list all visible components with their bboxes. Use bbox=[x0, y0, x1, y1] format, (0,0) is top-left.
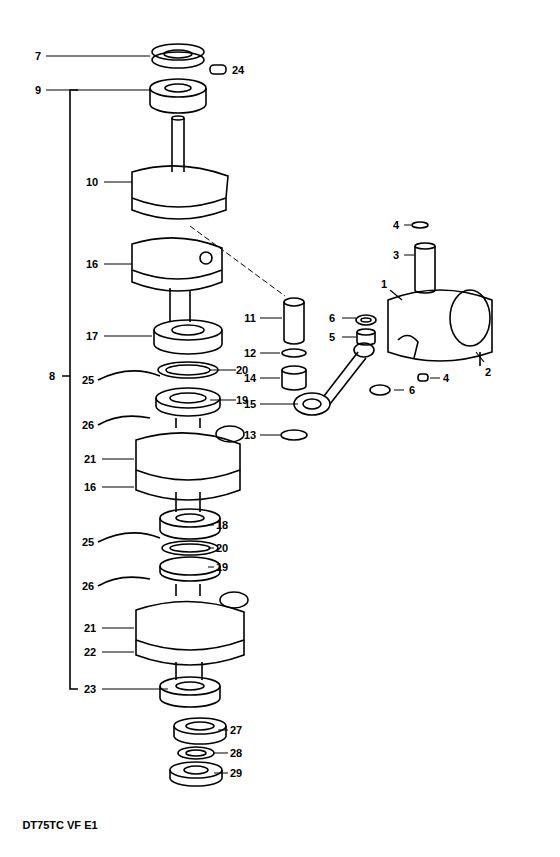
callout-number: 20 bbox=[216, 542, 228, 554]
callout-number: 22 bbox=[84, 646, 96, 658]
callout-number: 6 bbox=[409, 384, 415, 396]
callout-number: 21 bbox=[84, 453, 96, 465]
callout-number: 26 bbox=[82, 419, 94, 431]
callout-number: 3 bbox=[393, 249, 399, 261]
callout-number: 6 bbox=[329, 312, 335, 324]
callout-number: 5 bbox=[329, 331, 335, 343]
callout-number: 27 bbox=[230, 724, 242, 736]
callout-number: 16 bbox=[84, 481, 96, 493]
callout-number: 4 bbox=[443, 372, 449, 384]
callout-number: 21 bbox=[84, 622, 96, 634]
callout-number: 23 bbox=[84, 683, 96, 695]
callout-number: 13 bbox=[244, 429, 256, 441]
callout-number: 11 bbox=[244, 312, 256, 324]
callout-number: 29 bbox=[230, 767, 242, 779]
callout-number: 10 bbox=[86, 176, 98, 188]
callout-number: 7 bbox=[35, 50, 41, 62]
callout-number: 4 bbox=[393, 219, 399, 231]
callout-number: 28 bbox=[230, 747, 242, 759]
callout-number: 16 bbox=[86, 258, 98, 270]
callout-number: 9 bbox=[35, 84, 41, 96]
callout-number: 25 bbox=[82, 536, 94, 548]
callout-number: 14 bbox=[244, 372, 256, 384]
figure-code: DT75TC VF E1 bbox=[22, 819, 97, 831]
callout-number: 26 bbox=[82, 580, 94, 592]
callout-number: 8 bbox=[49, 370, 55, 382]
callout-number: 2 bbox=[485, 366, 491, 378]
callout-number: 24 bbox=[232, 64, 244, 76]
callout-number: 15 bbox=[244, 398, 256, 410]
callout-number: 19 bbox=[216, 561, 228, 573]
callout-number: 25 bbox=[82, 374, 94, 386]
callout-number: 17 bbox=[86, 330, 98, 342]
callout-number: 1 bbox=[381, 278, 387, 290]
callout-number: 18 bbox=[216, 519, 228, 531]
callout-number: 12 bbox=[244, 347, 256, 359]
